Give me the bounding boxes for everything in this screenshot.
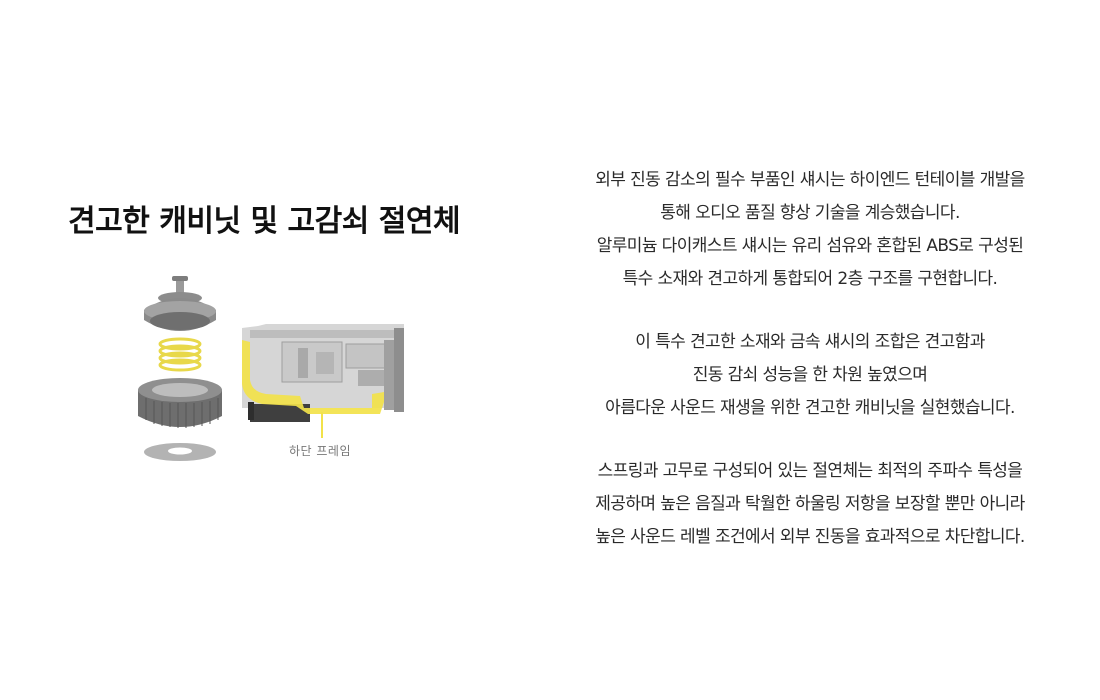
text-line: 외부 진동 감소의 필수 부품인 섀시는 하이엔드 턴테이블 개발을	[595, 170, 1025, 190]
text-line: 제공하며 높은 음질과 탁월한 하울링 저항을 보장할 뿐만 아니라	[595, 494, 1025, 514]
insulator-spring	[158, 337, 202, 372]
text-line: 특수 소재와 견고하게 통합되어 2층 구조를 구현합니다.	[622, 269, 998, 289]
insulator-rubber-ring	[138, 378, 222, 428]
text-line: 아름다운 사운드 재생을 위한 견고한 캐비닛을 실현했습니다.	[605, 398, 1015, 418]
insulator-exploded-view	[138, 276, 222, 461]
text-line: 통해 오디오 품질 향상 기술을 계승했습니다.	[660, 203, 960, 223]
text-line: 높은 사운드 레벨 조건에서 외부 진동을 효과적으로 차단합니다.	[595, 527, 1025, 547]
cabinet-cross-section	[242, 324, 404, 438]
insulator-washer	[144, 443, 216, 461]
exploded-diagram-graphic	[138, 276, 404, 461]
insulator-screw	[172, 276, 188, 296]
description-paragraph: 스프링과 고무로 구성되어 있는 절연체는 최적의 주파수 특성을 제공하며 높…	[560, 455, 1060, 554]
text-line: 알루미늄 다이캐스트 섀시는 유리 섬유와 혼합된 ABS로 구성된	[596, 236, 1024, 256]
insulator-top-cap	[144, 292, 216, 331]
insulator-and-cabinet-diagram: 하단 프레임	[132, 268, 422, 478]
lower-frame-highlight	[242, 340, 384, 414]
text-line: 진동 감쇠 성능을 한 차원 높였으며	[692, 365, 928, 385]
section-title: 견고한 캐비닛 및 고감쇠 절연체	[68, 204, 461, 239]
text-line: 이 특수 견고한 소재와 금속 섀시의 조합은 견고함과	[635, 332, 985, 352]
lower-frame-callout: 하단 프레임	[289, 444, 352, 458]
text-line: 스프링과 고무로 구성되어 있는 절연체는 최적의 주파수 특성을	[597, 461, 1023, 481]
description-paragraph: 외부 진동 감소의 필수 부품인 섀시는 하이엔드 턴테이블 개발을 통해 오디…	[560, 164, 1060, 296]
description-paragraph: 이 특수 견고한 소재와 금속 섀시의 조합은 견고함과 진동 감쇠 성능을 한…	[560, 326, 1060, 425]
description-body: 외부 진동 감소의 필수 부품인 섀시는 하이엔드 턴테이블 개발을 통해 오디…	[560, 164, 1060, 584]
